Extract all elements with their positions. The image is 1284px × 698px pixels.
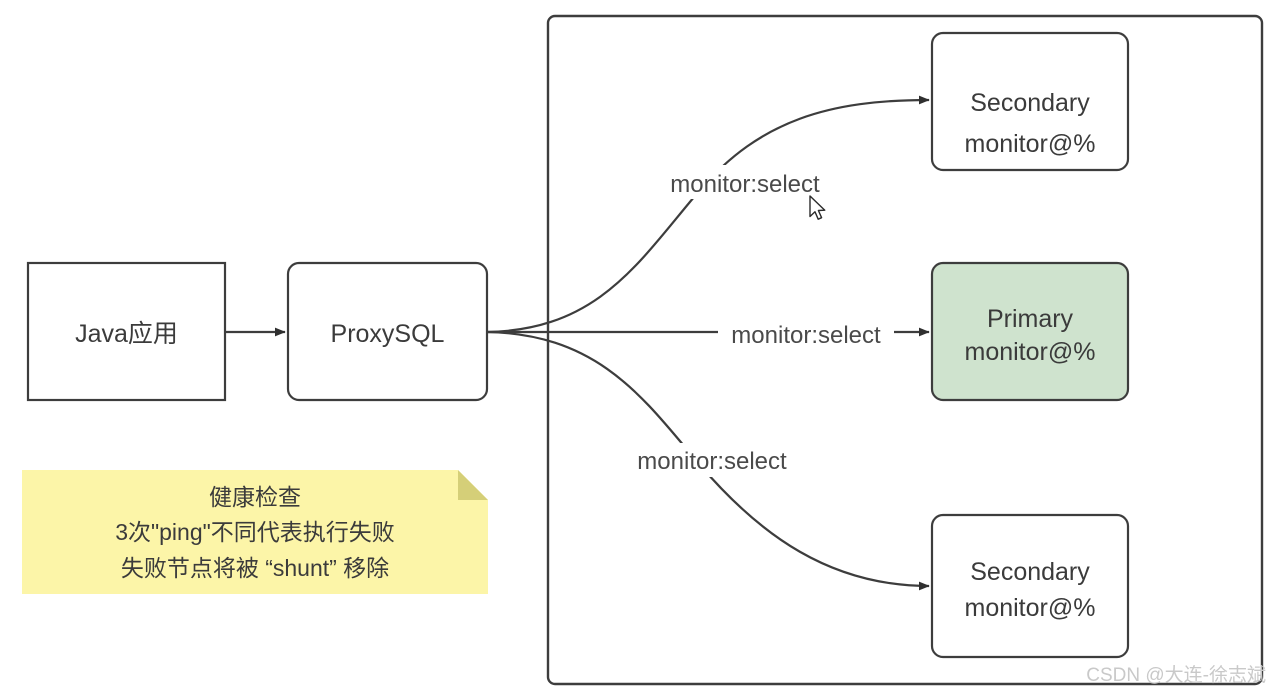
- health-check-note-line1: 健康检查: [209, 484, 301, 510]
- node-secondary-top[interactable]: Secondary monitor@%: [930, 31, 1130, 172]
- health-check-note-line3: 失败节点将被 “shunt” 移除: [121, 555, 389, 581]
- node-java-app[interactable]: Java应用: [26, 261, 227, 402]
- node-secondary-top-shape[interactable]: [930, 31, 1130, 172]
- node-primary-label-line2: monitor@%: [965, 338, 1096, 366]
- edge-label-backdrop-top: [650, 165, 842, 199]
- node-primary-shape[interactable]: [930, 261, 1130, 402]
- health-check-note-line2: 3次"ping"不同代表执行失败: [115, 519, 395, 545]
- health-check-note-shape[interactable]: [22, 470, 488, 594]
- mouse-pointer-icon: [809, 195, 826, 220]
- node-secondary-top-label-line1: Secondary: [970, 89, 1090, 117]
- watermark-label: CSDN @大连-徐志斌: [1086, 664, 1266, 686]
- node-proxysql-shape[interactable]: [286, 261, 489, 402]
- node-secondary-bottom[interactable]: Secondary monitor@%: [930, 513, 1130, 659]
- health-check-note-fold-icon: [458, 470, 488, 500]
- node-secondary-top-label-line2: monitor@%: [965, 130, 1096, 158]
- node-secondary-bottom-shape[interactable]: [930, 513, 1130, 659]
- node-java-app-shape[interactable]: [26, 261, 227, 402]
- node-proxysql[interactable]: ProxySQL: [286, 261, 489, 402]
- edge-label-backdrop-mid: [718, 319, 894, 349]
- node-java-app-label: Java应用: [75, 320, 178, 348]
- node-secondary-bottom-label-line2: monitor@%: [965, 594, 1096, 622]
- edge-label-primary: monitor:select: [731, 322, 881, 349]
- node-secondary-bottom-label-line1: Secondary: [970, 558, 1090, 586]
- node-primary-label-line1: Primary: [987, 305, 1074, 333]
- health-check-note[interactable]: 健康检查 3次"ping"不同代表执行失败 失败节点将被 “shunt” 移除: [22, 470, 488, 594]
- edge-label-backdrop-bottom: [618, 443, 810, 477]
- edge-label-secondary-top: monitor:select: [670, 171, 820, 198]
- edge-proxy-to-secondary-top: [486, 95, 930, 334]
- node-primary[interactable]: Primary monitor@%: [930, 261, 1130, 402]
- cluster-container: [546, 14, 1264, 686]
- node-proxysql-label: ProxySQL: [331, 320, 445, 348]
- edge-label-secondary-bottom: monitor:select: [637, 448, 787, 475]
